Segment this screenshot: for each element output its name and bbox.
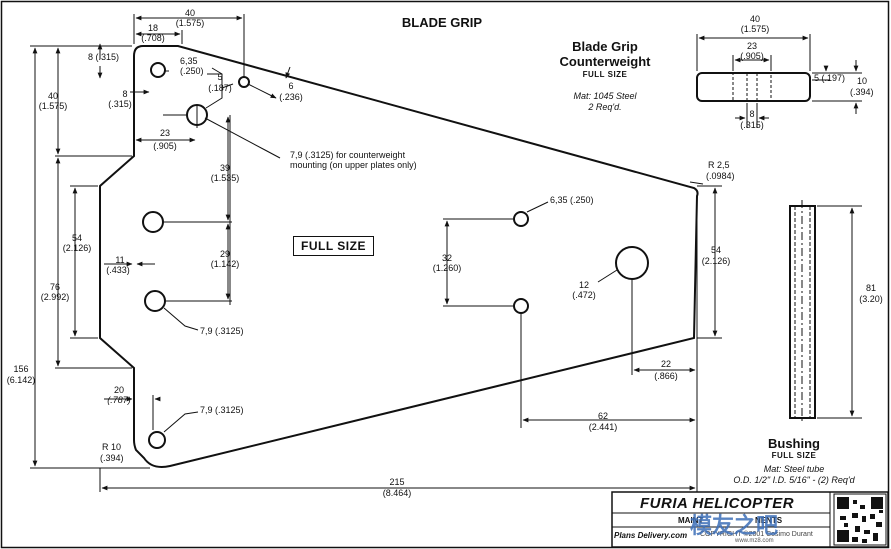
dim-r10-in: (.394) bbox=[100, 453, 124, 463]
dim-62-mm: 62 bbox=[597, 411, 608, 421]
dim-top40-mm: 40 bbox=[184, 8, 195, 18]
title-block-row1: MAINT bbox=[678, 516, 704, 525]
dim-r10-mm: R 10 bbox=[102, 442, 122, 452]
dim-39-mm: 39 bbox=[219, 163, 230, 173]
dim-54-in: (2.126) bbox=[62, 243, 92, 253]
watermark-text: 模友之吧 bbox=[690, 513, 779, 538]
counterweight-subtitle: FULL SIZE bbox=[582, 70, 628, 79]
dim-5-in: (.187) bbox=[208, 83, 232, 93]
dim-32-in: (1.260) bbox=[432, 263, 462, 273]
dim-215-in: (8.464) bbox=[382, 488, 412, 498]
cw-hole-mm: 8 bbox=[749, 109, 755, 119]
dim-top40-in: (1.575) bbox=[175, 18, 205, 28]
cw-slot: 5 (.197) bbox=[814, 73, 846, 83]
bushing-spec: O.D. 1/2" I.D. 5/16" - (2) Req'd bbox=[733, 475, 855, 485]
dim-top18-in: (.708) bbox=[141, 33, 165, 43]
bushing-length-mm: 81 bbox=[865, 283, 876, 293]
dim-23-in: (.905) bbox=[153, 141, 177, 151]
dim-left40-mm: 40 bbox=[47, 91, 58, 101]
cw-width-in: (1.575) bbox=[740, 24, 770, 34]
dim-r25-in: (.0984) bbox=[706, 171, 735, 181]
dim-20-mm: 20 bbox=[113, 385, 124, 395]
full-size-label: FULL SIZE bbox=[293, 236, 374, 256]
cw-hole-in: (.315) bbox=[740, 120, 764, 130]
dim-right54-in: (2.126) bbox=[701, 256, 731, 266]
dim-left40-in: (1.575) bbox=[38, 101, 68, 111]
cw-height-in: (.394) bbox=[850, 87, 874, 97]
dim-32-mm: 32 bbox=[441, 253, 452, 263]
counterweight-req: 2 Req'd. bbox=[588, 102, 622, 112]
cw-height-mm: 10 bbox=[857, 76, 868, 86]
dim-11-mm: 11 bbox=[115, 255, 125, 265]
hole-mid2 bbox=[144, 290, 166, 312]
hole-right-lower bbox=[513, 298, 529, 314]
title-block-row1b: NENTS bbox=[755, 516, 783, 525]
dim-39-in: (1.535) bbox=[210, 173, 240, 183]
dim-156-in: (6.142) bbox=[6, 375, 36, 385]
drawing-title: BLADE GRIP bbox=[401, 15, 483, 30]
hole-mid1 bbox=[142, 211, 164, 233]
dim-12-in: (.472) bbox=[572, 290, 596, 300]
hole-12 bbox=[615, 246, 649, 280]
dim-12-mm: 12 bbox=[578, 280, 589, 290]
dim-22-mm: 22 bbox=[660, 359, 671, 369]
dim-20-in: (.787) bbox=[107, 395, 131, 405]
hole-5 bbox=[238, 76, 250, 88]
cw-width-mm: 40 bbox=[749, 14, 760, 24]
dim-635-in: (.250) bbox=[180, 66, 204, 76]
dim-right54-mm: 54 bbox=[710, 245, 721, 255]
note-79-counterweight-1: 7,9 (.3125) for counterweight bbox=[290, 150, 406, 160]
dim-635-mm: 6,35 bbox=[180, 56, 198, 66]
counterweight-title-2: Counterweight bbox=[559, 54, 651, 69]
counterweight-title-1: Blade Grip bbox=[572, 39, 638, 54]
dim-29-mm: 29 bbox=[219, 249, 230, 259]
title-block-footer-left: Plans Delivery.com bbox=[614, 531, 688, 540]
bushing-length-in: (3.20) bbox=[859, 294, 883, 304]
dim-79a: 7,9 (.3125) bbox=[200, 326, 244, 336]
qr-code bbox=[833, 493, 887, 546]
dim-6-mm: 6 bbox=[288, 81, 294, 91]
dim-r25-mm: R 2,5 bbox=[708, 160, 730, 170]
blade-grip-outline bbox=[99, 45, 699, 468]
dim-62-in: (2.441) bbox=[588, 422, 618, 432]
dim-8b-mm: 8 bbox=[122, 89, 128, 99]
bushing-mat: Mat: Steel tube bbox=[763, 464, 825, 474]
bushing-subtitle: FULL SIZE bbox=[771, 451, 817, 460]
bushing-title: Bushing bbox=[768, 436, 820, 451]
dim-635b: 6,35 (.250) bbox=[550, 195, 594, 205]
dim-29-in: (1.142) bbox=[210, 259, 240, 269]
watermark-url: www.mz8.com bbox=[735, 538, 774, 544]
title-block-footer-right: COPYRIGHT ©2001 Cosimo Durant bbox=[700, 531, 813, 538]
dim-8-315: 8 (.315) bbox=[88, 52, 120, 62]
cw-inner-in: (.905) bbox=[740, 51, 764, 61]
dim-76-in: (2.992) bbox=[40, 292, 70, 302]
dim-76-mm: 76 bbox=[49, 282, 60, 292]
dim-23-mm: 23 bbox=[159, 128, 170, 138]
title-block-brand: FURIA HELICOPTER bbox=[640, 495, 795, 512]
dim-11-in: (.433) bbox=[106, 265, 130, 275]
dim-top18-mm: 18 bbox=[147, 23, 158, 33]
dim-6-in: (.236) bbox=[279, 92, 303, 102]
title-block bbox=[611, 491, 889, 548]
hole-635-top bbox=[150, 62, 166, 78]
note-79-counterweight-2: mounting (on upper plates only) bbox=[290, 160, 417, 170]
counterweight-mat: Mat: 1045 Steel bbox=[573, 91, 637, 101]
dim-215-mm: 215 bbox=[389, 477, 405, 487]
hole-635-right bbox=[513, 211, 529, 227]
dim-8b-in: (.315) bbox=[108, 99, 132, 109]
dim-5-mm: 5 bbox=[217, 72, 223, 82]
dim-54-mm: 54 bbox=[71, 233, 82, 243]
dim-156-mm: 156 bbox=[13, 364, 29, 374]
counterweight-body bbox=[696, 72, 811, 102]
cw-inner-mm: 23 bbox=[746, 41, 757, 51]
hole-bottom bbox=[148, 431, 166, 449]
dim-22-in: (.866) bbox=[654, 371, 678, 381]
dim-79b: 7,9 (.3125) bbox=[200, 405, 244, 415]
